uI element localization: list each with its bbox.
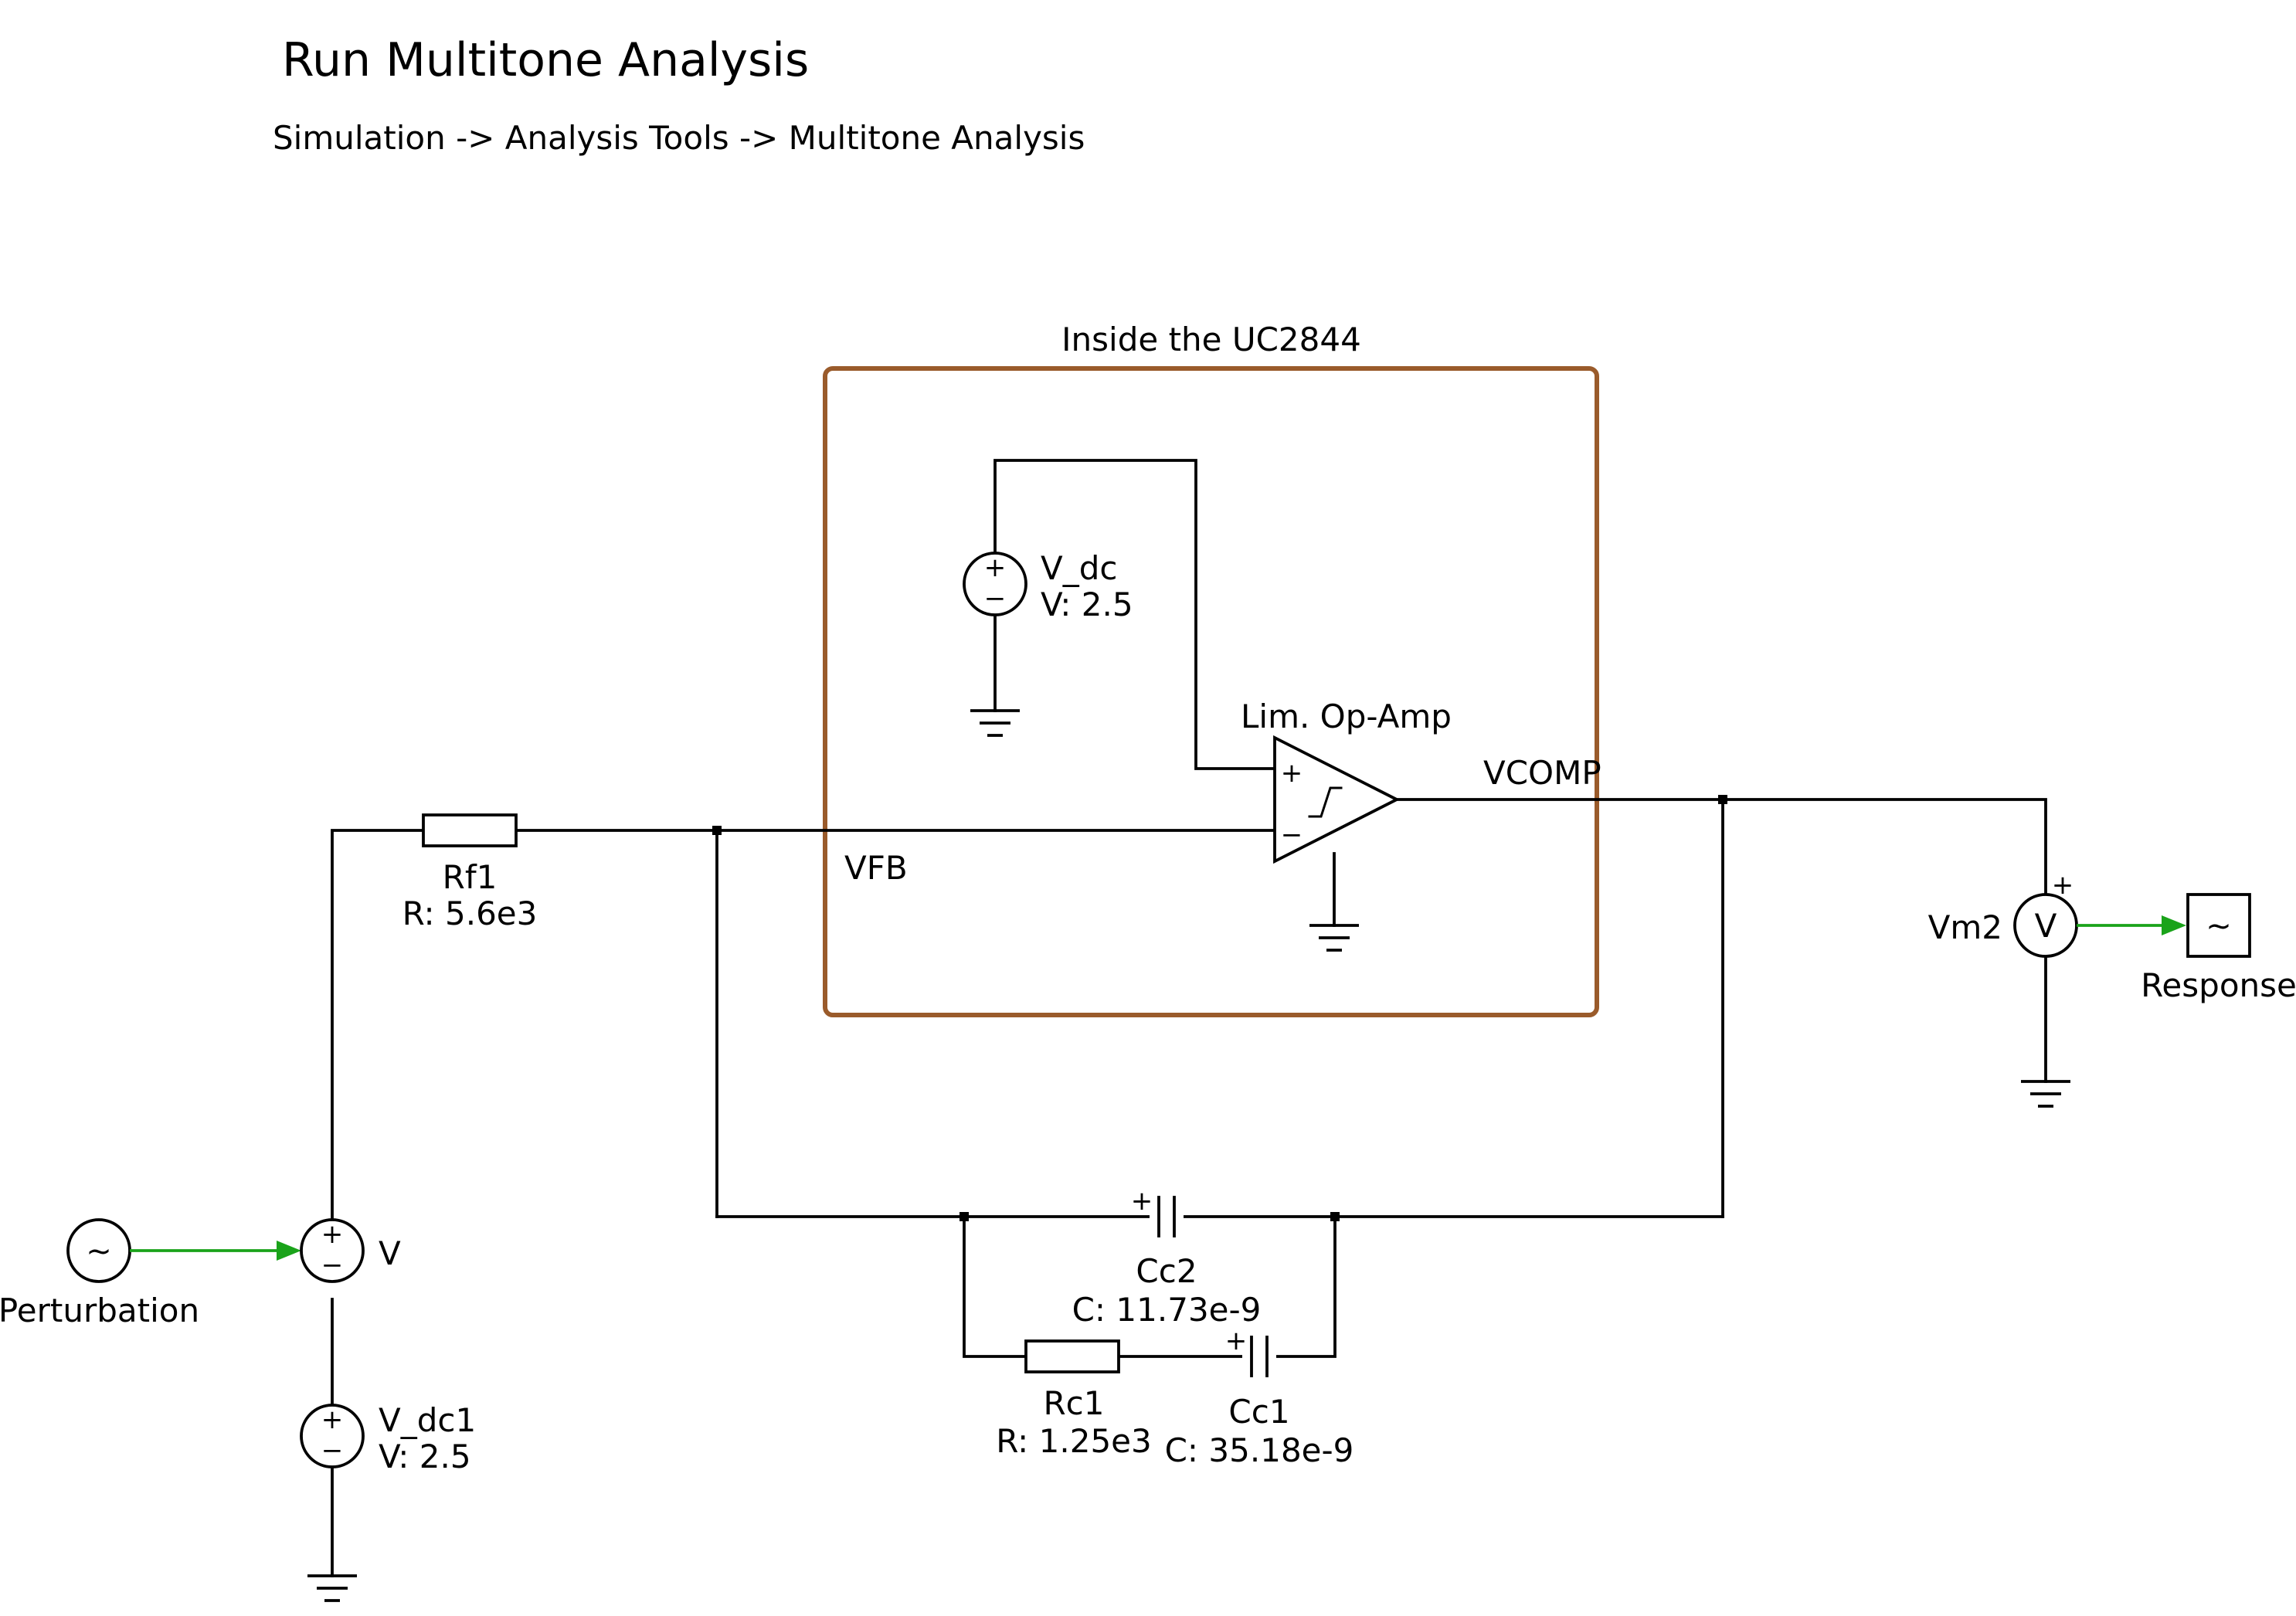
ground-icon (2021, 1080, 2070, 1108)
wire-rc1-branch-left (963, 1215, 1027, 1358)
rf1-name: Rf1 (443, 858, 498, 896)
junction-dot (1718, 795, 1727, 804)
response-scope[interactable] (2186, 893, 2251, 958)
plus-icon: + (2052, 870, 2074, 901)
minus-icon: − (984, 583, 1007, 614)
wire-vcomp (1395, 798, 2047, 896)
limited-op-amp[interactable]: + − (1273, 735, 1401, 864)
rf1-value: R: 5.6e3 (402, 895, 538, 932)
wire-rf1-left (331, 829, 425, 1252)
cc1-capacitor[interactable] (1242, 1333, 1276, 1380)
v-dc1-name: V_dc1 (379, 1401, 476, 1439)
ground-icon (1309, 924, 1359, 952)
v-dc1-source[interactable]: + − (300, 1404, 365, 1468)
junction-dot (712, 826, 722, 835)
minus-icon: − (321, 1435, 344, 1466)
subsystem-box[interactable] (823, 366, 1599, 1017)
vm2-name: Vm2 (1928, 908, 2002, 946)
net-label-vcomp: VCOMP (1483, 754, 1601, 792)
sine-wave-icon: ~ (86, 1234, 112, 1269)
perturbation-label: Perturbation (0, 1292, 199, 1329)
plus-icon: + (1131, 1186, 1153, 1217)
subsystem-label: Inside the UC2844 (1061, 321, 1361, 358)
cc2-name: Cc2 (1136, 1252, 1197, 1290)
v-dc-source[interactable]: + − (963, 552, 1027, 616)
menu-path: Simulation -> Analysis Tools -> Multiton… (273, 119, 1085, 157)
cc1-name: Cc1 (1228, 1393, 1289, 1431)
cc2-capacitor[interactable] (1150, 1193, 1184, 1240)
v-name: V (379, 1234, 401, 1272)
sine-wave-icon: ~ (2206, 908, 2232, 944)
v-controlled-source[interactable]: + − (300, 1218, 365, 1283)
plus-icon: + (321, 1219, 344, 1250)
junction-dot (1330, 1212, 1340, 1221)
page-title: Run Multitone Analysis (282, 33, 809, 87)
plus-icon: + (1225, 1326, 1248, 1356)
response-label: Response (2141, 966, 2296, 1004)
plus-icon: + (321, 1404, 344, 1435)
rc1-value: R: 1.25e3 (996, 1422, 1151, 1460)
arrowhead-icon (2162, 915, 2186, 935)
wire-rc1-branch-right (1265, 1215, 1337, 1358)
wire-vdc-to-opamp-plus (993, 459, 1276, 770)
minus-icon: − (1281, 820, 1303, 850)
rf1-resistor[interactable] (422, 813, 518, 847)
vm2-voltmeter[interactable]: V (2013, 893, 2078, 958)
voltmeter-symbol: V (2035, 907, 2057, 945)
v-dc-value: V: 2.5 (1041, 586, 1133, 623)
ground-icon (307, 1574, 357, 1602)
plus-icon: + (984, 552, 1007, 583)
cc1-value: C: 35.18e-9 (1165, 1431, 1354, 1469)
v-dc1-value: V: 2.5 (379, 1438, 471, 1475)
v-dc-name: V_dc (1041, 549, 1117, 587)
rc1-resistor[interactable] (1024, 1339, 1120, 1373)
minus-icon: − (321, 1250, 344, 1281)
cc2-value: C: 11.73e-9 (1072, 1291, 1262, 1329)
plus-icon: + (1281, 758, 1303, 789)
rc1-name: Rc1 (1044, 1384, 1105, 1422)
junction-dot (959, 1212, 969, 1221)
op-amp-name: Lim. Op-Amp (1241, 698, 1452, 735)
ground-icon (970, 709, 1020, 737)
perturbation-source[interactable]: ~ (66, 1218, 131, 1283)
net-label-vfb: VFB (844, 849, 908, 887)
arrowhead-icon (277, 1241, 301, 1261)
limiter-icon (1308, 786, 1343, 818)
